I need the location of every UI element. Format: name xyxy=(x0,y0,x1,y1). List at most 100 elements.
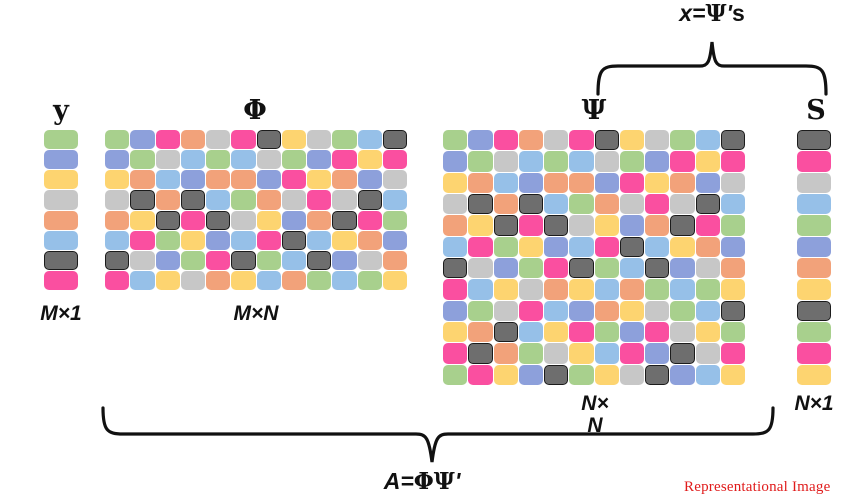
matrix-cell xyxy=(670,236,695,257)
matrix-cell xyxy=(645,172,670,193)
matrix-cell xyxy=(180,130,205,150)
matrix-cell xyxy=(281,270,306,290)
matrix-cell xyxy=(518,322,543,343)
matrix-cell xyxy=(180,250,205,270)
matrix-cell xyxy=(518,151,543,172)
matrix-cell xyxy=(720,215,745,236)
matrix-cell xyxy=(231,170,256,190)
matrix-cell xyxy=(307,170,332,190)
y-symbol-label: y xyxy=(53,95,69,126)
matrix-cell xyxy=(695,364,720,385)
matrix-cell xyxy=(155,230,180,250)
matrix-cell xyxy=(645,258,670,279)
matrix-cell xyxy=(569,258,594,279)
matrix-cell xyxy=(155,270,180,290)
matrix-cell xyxy=(231,230,256,250)
matrix-cell xyxy=(720,258,745,279)
matrix-cell xyxy=(332,190,357,210)
matrix-cell xyxy=(332,130,357,150)
matrix-cell xyxy=(443,300,468,321)
matrix-cell xyxy=(544,130,569,151)
matrix-cell xyxy=(180,230,205,250)
matrix-cell xyxy=(670,322,695,343)
matrix-cell xyxy=(594,215,619,236)
psi-matrix xyxy=(443,130,745,385)
matrix-cell xyxy=(382,190,407,210)
matrix-cell xyxy=(619,172,644,193)
matrix-cell xyxy=(44,130,78,150)
matrix-cell xyxy=(645,279,670,300)
matrix-cell xyxy=(670,172,695,193)
matrix-cell xyxy=(720,279,745,300)
matrix-cell xyxy=(443,343,468,364)
matrix-cell xyxy=(645,343,670,364)
matrix-cell xyxy=(332,150,357,170)
matrix-cell xyxy=(357,270,382,290)
matrix-cell xyxy=(619,279,644,300)
matrix-cell xyxy=(518,215,543,236)
matrix-cell xyxy=(797,258,831,279)
matrix-cell xyxy=(695,130,720,151)
matrix-cell xyxy=(382,130,407,150)
matrix-cell xyxy=(645,364,670,385)
matrix-cell xyxy=(105,270,130,290)
matrix-cell xyxy=(332,270,357,290)
matrix-cell xyxy=(518,300,543,321)
matrix-cell xyxy=(594,258,619,279)
matrix-cell xyxy=(544,215,569,236)
matrix-cell xyxy=(105,170,130,190)
matrix-cell xyxy=(544,151,569,172)
matrix-cell xyxy=(332,230,357,250)
matrix-cell xyxy=(544,322,569,343)
matrix-cell xyxy=(645,194,670,215)
matrix-cell xyxy=(357,130,382,150)
matrix-cell xyxy=(231,190,256,210)
matrix-cell xyxy=(695,215,720,236)
matrix-cell xyxy=(645,300,670,321)
matrix-cell xyxy=(493,300,518,321)
matrix-cell xyxy=(594,130,619,151)
matrix-cell xyxy=(619,151,644,172)
bottom-equation: A=ΦΨ' xyxy=(332,468,512,495)
matrix-cell xyxy=(518,343,543,364)
matrix-cell xyxy=(105,150,130,170)
matrix-cell xyxy=(307,150,332,170)
matrix-cell xyxy=(155,170,180,190)
matrix-cell xyxy=(670,130,695,151)
matrix-cell xyxy=(797,322,831,343)
matrix-cell xyxy=(594,322,619,343)
matrix-cell xyxy=(130,270,155,290)
bottom-eq-prime: ' xyxy=(454,468,461,494)
matrix-cell xyxy=(720,343,745,364)
matrix-cell xyxy=(281,190,306,210)
matrix-cell xyxy=(695,172,720,193)
matrix-cell xyxy=(443,364,468,385)
matrix-cell xyxy=(797,279,831,300)
matrix-cell xyxy=(569,322,594,343)
matrix-cell xyxy=(468,130,493,151)
matrix-cell xyxy=(594,236,619,257)
matrix-cell xyxy=(594,343,619,364)
matrix-cell xyxy=(569,215,594,236)
matrix-cell xyxy=(569,364,594,385)
matrix-cell xyxy=(544,300,569,321)
matrix-cell xyxy=(797,215,831,236)
s-dimension-label: N×1 xyxy=(794,392,834,415)
matrix-cell xyxy=(493,343,518,364)
top-equation: x=Ψ's xyxy=(612,2,812,26)
matrix-cell xyxy=(468,236,493,257)
matrix-cell xyxy=(518,130,543,151)
matrix-cell xyxy=(518,364,543,385)
matrix-cell xyxy=(44,170,78,190)
matrix-cell xyxy=(569,300,594,321)
matrix-cell xyxy=(797,130,831,151)
bottom-eq-psi: Ψ xyxy=(433,468,455,495)
matrix-cell xyxy=(569,151,594,172)
matrix-cell xyxy=(281,210,306,230)
phi-matrix xyxy=(105,130,407,290)
matrix-cell xyxy=(468,364,493,385)
matrix-cell xyxy=(130,210,155,230)
matrix-cell xyxy=(180,190,205,210)
matrix-cell xyxy=(645,215,670,236)
s-vector xyxy=(797,130,831,385)
